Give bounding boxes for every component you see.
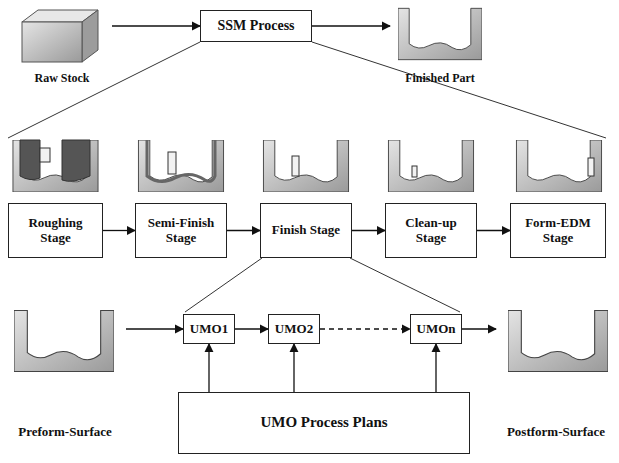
node-label: Raw Stock <box>34 72 89 86</box>
process-box: Form-EDM Stage <box>510 203 606 258</box>
zoom-lines <box>8 42 606 312</box>
node-label: Roughing Stage <box>14 216 97 246</box>
flow-arrow <box>208 344 209 392</box>
flow-arrow <box>312 25 390 26</box>
postform-image <box>508 310 608 371</box>
preform-image <box>14 310 114 371</box>
flow-arrow <box>227 230 260 231</box>
process-box: SSM Process <box>200 10 312 42</box>
process-box: Clean-up Stage <box>385 203 477 258</box>
process-box: UMO1 <box>183 314 235 344</box>
process-box: UMO Process Plans <box>178 392 470 454</box>
flow-arrow <box>462 328 496 329</box>
raw-stock-cube <box>22 10 98 62</box>
node-label: Finish Stage <box>272 223 340 238</box>
image-node: Preform-Surface <box>4 300 126 442</box>
image-node: Finished Part <box>390 4 490 88</box>
flow-arrow <box>477 230 510 231</box>
node-label: Finished Part <box>405 72 475 86</box>
flow-arrow <box>103 230 135 231</box>
process-box: Semi-Finish Stage <box>135 203 227 258</box>
node-label: UMO Process Plans <box>260 414 387 431</box>
node-label: Postform-Surface <box>507 425 605 440</box>
finished-part <box>398 8 482 59</box>
node-label: SSM Process <box>217 18 294 34</box>
flow-arrow <box>112 25 200 26</box>
image-node: Postform-Surface <box>496 300 616 442</box>
process-box: Roughing Stage <box>8 203 103 258</box>
node-label: Semi-Finish Stage <box>141 216 221 246</box>
flow-arrow <box>320 328 410 329</box>
flow-arrow <box>293 344 294 392</box>
process-box: UMOn <box>410 314 462 344</box>
node-label: Form-EDM Stage <box>516 216 600 246</box>
process-box: Finish Stage <box>260 203 352 258</box>
node-label: UMO1 <box>190 322 228 337</box>
image-node: Raw Stock <box>12 4 112 88</box>
process-box: UMO2 <box>268 314 320 344</box>
flow-arrow <box>352 230 385 231</box>
flow-arrow <box>126 328 183 329</box>
stage-images <box>13 140 602 192</box>
node-label: UMOn <box>417 322 456 337</box>
node-label: Preform-Surface <box>18 425 112 440</box>
node-label: UMO2 <box>275 322 313 337</box>
flow-arrow <box>435 344 436 392</box>
flow-arrow <box>235 328 268 329</box>
node-label: Clean-up Stage <box>391 216 471 246</box>
